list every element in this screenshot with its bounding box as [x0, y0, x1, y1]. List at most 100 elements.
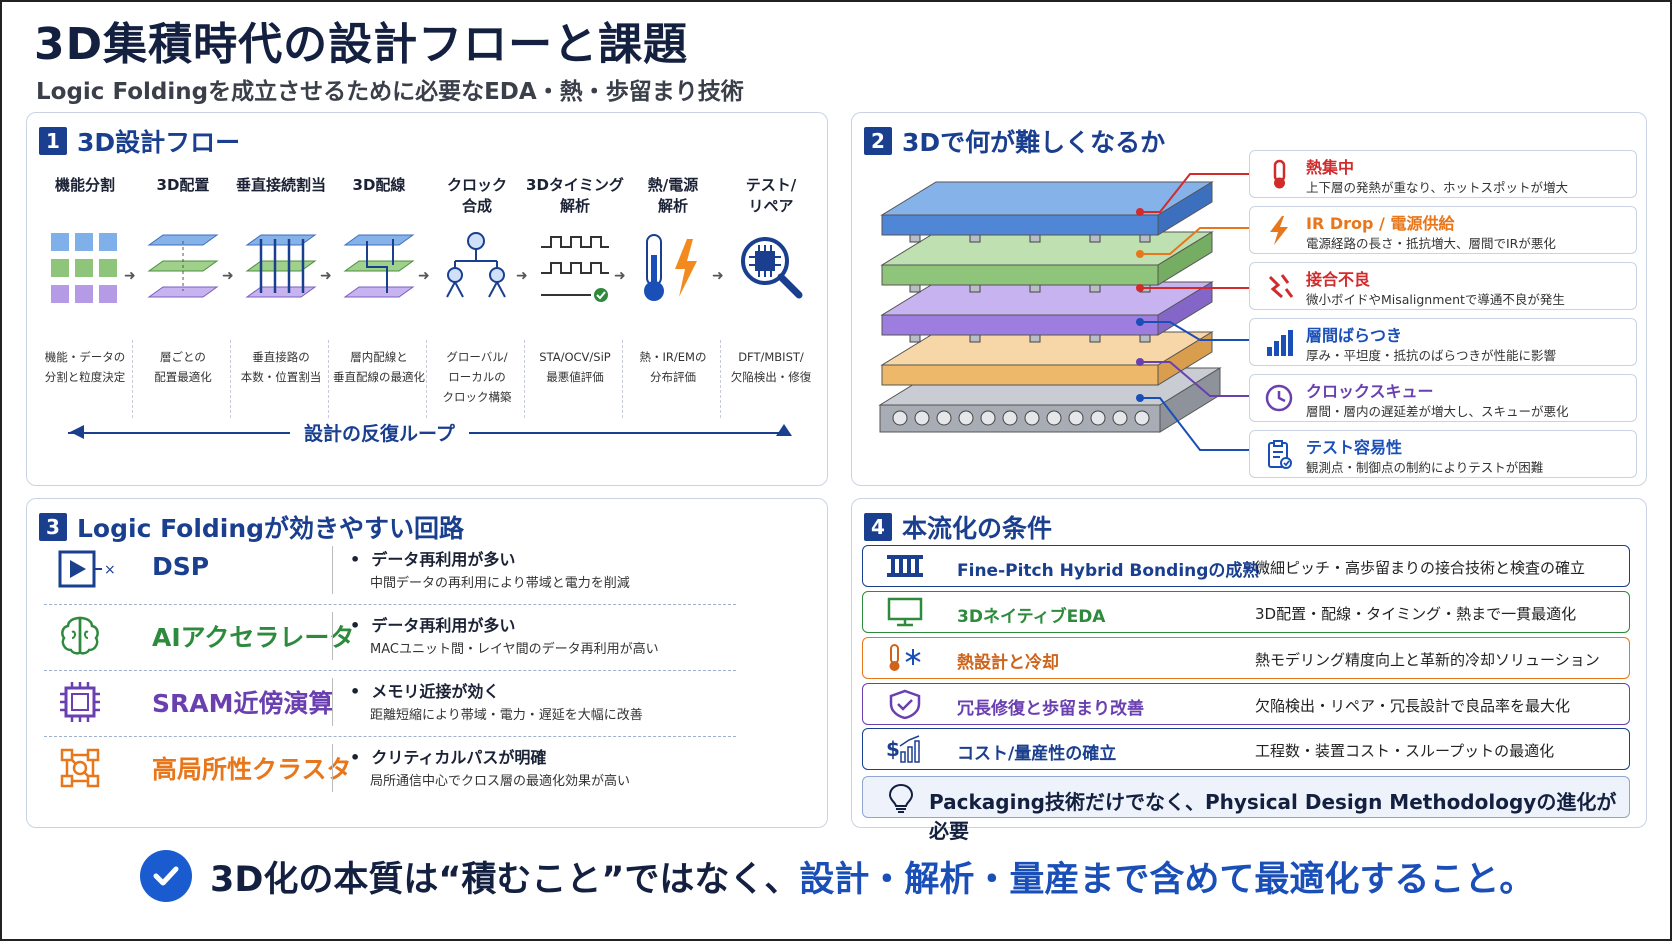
step-label: テスト/リペア [745, 176, 797, 215]
step-label: 機能分割 [54, 176, 115, 194]
thermo-snow-icon [889, 644, 921, 671]
flow-arrow-icon: ➜ [222, 268, 234, 284]
condition-item: $ コスト/量産性の確立 工程数・装置コスト・スループットの最適化 [862, 728, 1630, 770]
condition-item: 冗長修復と歩留まり改善 欠陥検出・リペア・冗長設計で良品率を最大化 [862, 683, 1630, 725]
step-label: 3Dタイミング解析 [526, 176, 624, 215]
row-separator [44, 604, 736, 605]
clipboard-check-icon [1268, 440, 1292, 469]
step-description: グローバル/ローカルのクロック構築 [442, 350, 512, 404]
layer-purple [880, 281, 1214, 336]
lightbulb-icon [888, 783, 914, 813]
step-description: 垂直接路の本数・位置割当 [240, 350, 322, 384]
clock-icon [1265, 384, 1293, 412]
circuit-name: DSP [152, 552, 210, 581]
layer-placement-icon [147, 234, 219, 298]
step-label: 3D配線 [352, 176, 406, 194]
difficulty-description: 微小ボイドやMisalignmentで導通不良が発生 [1306, 292, 1565, 307]
circuit-row: SRAM近傍演算 • メモリ近接が効く距離短縮により帯域・電力・遅延を大幅に改善 [40, 670, 740, 736]
circuit-description: 中間データの再利用により帯域と電力を削減 [370, 576, 630, 591]
step-description: 層内配線と垂直配線の最適化 [333, 350, 425, 384]
flow-arrow-icon: ➜ [124, 268, 136, 284]
loop-arrow-left [70, 425, 84, 439]
clock-tree-icon [446, 232, 506, 298]
panel-suitable-circuits: 3 Logic Foldingが効きやすい回路 [26, 498, 828, 828]
condition-title: コスト/量産性の確立 [957, 744, 1117, 764]
flow-step: 垂直接続割当垂直接路の本数・位置割当 [232, 175, 330, 505]
difficulty-description: 上下層の発熱が重なり、ホットスポットが増大 [1306, 180, 1569, 195]
row-separator [44, 670, 736, 671]
broken-joint-icon [1268, 274, 1294, 299]
difficulty-description: 観測点・制御点の制約によりテストが困難 [1306, 460, 1544, 475]
svg-text:×: × [104, 562, 116, 578]
condition-title: 熱設計と冷却 [957, 653, 1059, 673]
timing-waveform-icon [541, 236, 609, 302]
panel-title: 本流化の条件 [902, 514, 1053, 543]
condition-title: 冗長修復と歩留まり改善 [957, 699, 1144, 719]
step-description: 機能・データの分割と粒度決定 [44, 350, 126, 384]
page-subtitle: Logic Foldingを成立させるために必要なEDA・熱・歩留まり技術 [36, 79, 744, 105]
condition-title: Fine-Pitch Hybrid Bondingの成熟 [957, 561, 1260, 581]
monitor-icon [887, 597, 923, 627]
row-divider [332, 612, 333, 660]
condition-item: 熱設計と冷却熱モデリング精度向上と革新的冷却ソリューション [862, 637, 1630, 679]
circuit-description: 局所通信中心でクロス層の最適化効果が高い [370, 774, 631, 789]
condition-description: 3D配置・配線・タイミング・熱まで一貫最適化 [1255, 605, 1577, 623]
condition-description: 欠陥検出・リペア・冗長設計で良品率を最大化 [1255, 697, 1571, 715]
circuit-point: • データ再利用が多い [350, 550, 516, 569]
difficulty-item: クロックスキュー層間・層内の遅延差が増大し、スキューが悪化 [1249, 374, 1637, 422]
panel-number: 2 [864, 127, 892, 155]
circuit-name: AIアクセラレータ [152, 623, 355, 652]
difficulty-item: 接合不良微小ボイドやMisalignmentで導通不良が発生 [1249, 262, 1637, 310]
layer-green [880, 231, 1214, 286]
note-text: Packaging技術だけでなく、Physical Design Methodo… [929, 790, 1617, 843]
step-separator [426, 340, 428, 418]
circuit-description: MACユニット間・レイヤ間のデータ再利用が高い [370, 642, 659, 657]
panel-number: 3 [39, 513, 67, 541]
stack-illustration [878, 181, 1222, 433]
circuit-point: • メモリ近接が効く [350, 682, 500, 701]
note-box: Packaging技術だけでなく、Physical Design Methodo… [862, 776, 1630, 843]
flow-step: クロック合成グローバル/ローカルのクロック構築 [428, 175, 526, 505]
bar-chart-icon [1267, 330, 1293, 356]
step-description: DFT/MBIST/欠陥検出・修復 [730, 350, 812, 384]
condition-description: 工程数・装置コスト・スループットの最適化 [1255, 742, 1555, 760]
circuit-point: • クリティカルパスが明確 [350, 748, 547, 767]
flow-step: 機能分割機能・データの分割と粒度決定 [36, 175, 134, 505]
panel-title: Logic Foldingが効きやすい回路 [77, 514, 465, 543]
flow-arrow-icon: ➜ [712, 268, 724, 284]
step-label: クロック合成 [446, 176, 507, 215]
thermo-power-icon [644, 234, 697, 301]
step-separator [230, 340, 232, 418]
panel-number: 4 [864, 513, 892, 541]
check-circle-icon [140, 850, 192, 902]
callout-lines [1136, 173, 1250, 451]
bottom-message: 3D化の本質は“積むこと”ではなく、設計・解析・量産まで含めて最適化すること。 [140, 850, 1534, 902]
difficulty-title: テスト容易性 [1306, 438, 1403, 457]
lightning-icon [1270, 216, 1288, 245]
layer-routing-icon [343, 234, 415, 298]
row-divider [332, 546, 333, 594]
page-title: 3D集積時代の設計フローと課題 [34, 19, 689, 70]
brain-icon [61, 616, 99, 655]
loop-label: 設計の反復ループ [290, 419, 469, 446]
condition-item: Fine-Pitch Hybrid Bondingの成熟微細ピッチ・高歩留まりの… [862, 545, 1630, 587]
circuit-name: 高局所性クラスタ [152, 755, 352, 784]
bottom-text-highlight: 設計・解析・量産まで含めて最適化すること。 [799, 859, 1535, 900]
step-separator [720, 340, 722, 418]
step-separator [132, 340, 134, 418]
circuit-description: 距離短縮により帯域・電力・遅延を大幅に改善 [370, 708, 643, 723]
row-divider [332, 678, 333, 726]
panel-title: 3D設計フロー [77, 128, 241, 157]
step-label: 熱/電源解析 [647, 176, 699, 215]
difficulty-description: 厚み・平坦度・抵抗のばらつきが性能に影響 [1306, 348, 1557, 363]
layer-blue [880, 181, 1214, 236]
condition-title: 3DネイティブEDA [957, 607, 1106, 627]
difficulty-title: 接合不良 [1306, 270, 1371, 289]
grid-partition-icon [51, 233, 117, 303]
circuit-name: SRAM近傍演算 [152, 689, 334, 718]
cost-chart-icon: $ [886, 735, 920, 763]
thermometer-icon [1273, 159, 1286, 189]
